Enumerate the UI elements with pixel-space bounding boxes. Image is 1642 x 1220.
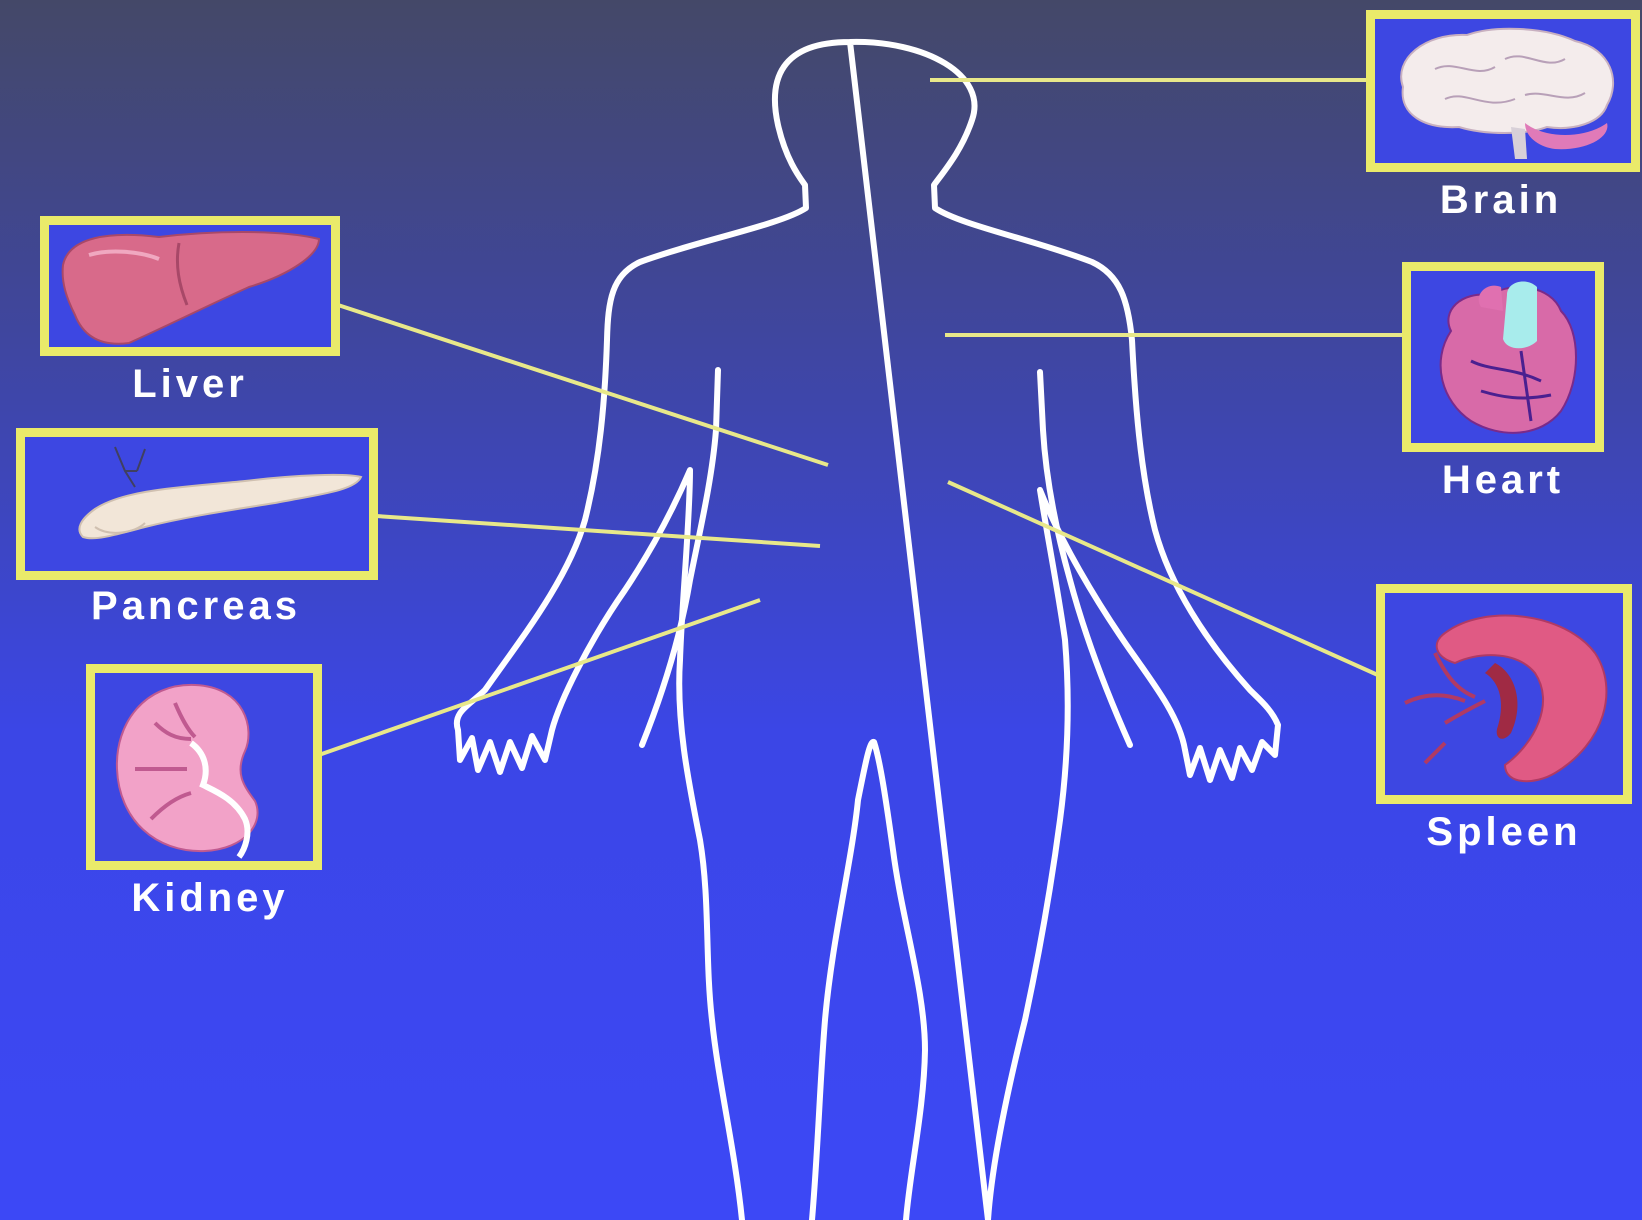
kidney-label: Kidney — [90, 876, 330, 921]
kidney-leader-line — [316, 600, 760, 756]
heart-icon — [1411, 271, 1595, 443]
heart-frame — [1402, 262, 1604, 452]
spleen-frame — [1376, 584, 1632, 804]
spleen-icon — [1385, 593, 1623, 795]
pancreas-icon — [25, 437, 369, 571]
kidney-icon — [95, 673, 313, 861]
liver-label: Liver — [60, 362, 320, 407]
liver-leader-line — [338, 305, 828, 465]
pancreas-leader-line — [376, 516, 820, 546]
liver-frame — [40, 216, 340, 356]
brain-icon — [1375, 19, 1631, 163]
brain-label: Brain — [1376, 178, 1626, 223]
brain-frame — [1366, 10, 1640, 172]
spleen-leader-line — [948, 482, 1380, 676]
body-silhouette — [457, 42, 1278, 1220]
heart-label: Heart — [1398, 458, 1608, 503]
liver-icon — [49, 225, 331, 347]
pancreas-label: Pancreas — [46, 584, 346, 629]
kidney-frame — [86, 664, 322, 870]
spleen-label: Spleen — [1376, 810, 1632, 855]
pancreas-frame — [16, 428, 378, 580]
